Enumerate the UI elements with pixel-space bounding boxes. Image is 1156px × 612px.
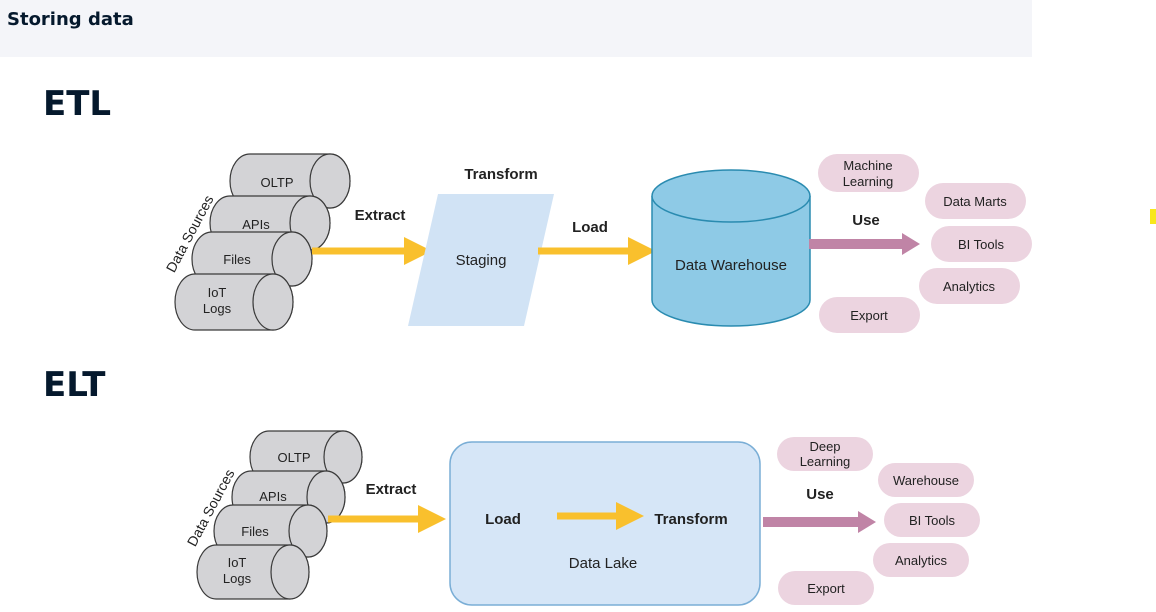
elt-output-bi-tools: BI Tools <box>884 503 980 537</box>
elt-export-label: Export <box>807 581 845 596</box>
elt-heading: ELT <box>43 365 106 405</box>
etl-analytics-label: Analytics <box>943 279 996 294</box>
elt-source-files: Files <box>213 504 328 558</box>
elt-oltp-label: OLTP <box>278 450 311 465</box>
elt-use-label: Use <box>806 486 834 503</box>
elt-use-arrow <box>763 511 876 533</box>
elt-data-lake-label: Data Lake <box>569 555 637 572</box>
etl-ml-line2: Learning <box>843 174 894 189</box>
elt-transform-label: Transform <box>654 511 727 528</box>
etl-export-label: Export <box>850 308 888 323</box>
elt-apis-label: APIs <box>259 489 287 504</box>
elt-load-label: Load <box>485 511 521 528</box>
etl-source-iot-logs: IoT Logs <box>174 273 294 331</box>
elt-logs-label: Logs <box>223 571 252 586</box>
etl-output-data-marts: Data Marts <box>925 183 1026 219</box>
etl-source-files: Files <box>191 231 313 287</box>
etl-load-label: Load <box>572 219 608 236</box>
elt-dl-line1: Deep <box>809 439 840 454</box>
etl-transform-label: Transform <box>464 166 537 183</box>
etl-extract-label: Extract <box>355 207 406 224</box>
etl-files-label: Files <box>223 252 251 267</box>
elt-bi-tools-label: BI Tools <box>909 513 956 528</box>
etl-output-machine-learning: Machine Learning <box>818 154 919 192</box>
etl-staging-label: Staging <box>456 252 507 269</box>
etl-apis-label: APIs <box>242 217 270 232</box>
elt-source-iot-logs: IoT Logs <box>196 544 310 600</box>
elt-data-lake-box <box>449 441 761 606</box>
page-title: Storing data <box>7 9 134 30</box>
etl-heading: ETL <box>43 84 112 124</box>
etl-bi-tools-label: BI Tools <box>958 237 1005 252</box>
etl-warehouse-cylinder: Data Warehouse <box>651 169 811 327</box>
elt-output-analytics: Analytics <box>873 543 969 577</box>
etl-output-analytics: Analytics <box>919 268 1020 304</box>
elt-output-warehouse: Warehouse <box>878 463 974 497</box>
elt-dl-line2: Learning <box>800 454 851 469</box>
etl-output-bi-tools: BI Tools <box>931 226 1032 262</box>
etl-output-export: Export <box>819 297 920 333</box>
etl-use-arrow <box>809 233 920 255</box>
etl-iot-label: IoT <box>208 285 227 300</box>
header-bar: Storing data <box>0 0 1032 57</box>
etl-ml-line1: Machine <box>843 158 892 173</box>
elt-output-export: Export <box>778 571 874 605</box>
etl-use-label: Use <box>852 212 880 229</box>
etl-data-marts-label: Data Marts <box>943 194 1007 209</box>
elt-warehouse-label: Warehouse <box>893 473 959 488</box>
elt-iot-label: IoT <box>228 555 247 570</box>
elt-source-oltp: OLTP <box>249 430 363 484</box>
etl-logs-label: Logs <box>203 301 232 316</box>
elt-output-deep-learning: Deep Learning <box>777 437 873 471</box>
elt-analytics-label: Analytics <box>895 553 948 568</box>
etl-source-oltp: OLTP <box>229 153 351 209</box>
yellow-accent-mark <box>1150 209 1156 224</box>
etl-oltp-label: OLTP <box>261 175 294 190</box>
elt-extract-label: Extract <box>366 481 417 498</box>
elt-files-label: Files <box>241 524 269 539</box>
etl-staging-shape <box>408 194 554 326</box>
etl-warehouse-label: Data Warehouse <box>675 257 787 274</box>
